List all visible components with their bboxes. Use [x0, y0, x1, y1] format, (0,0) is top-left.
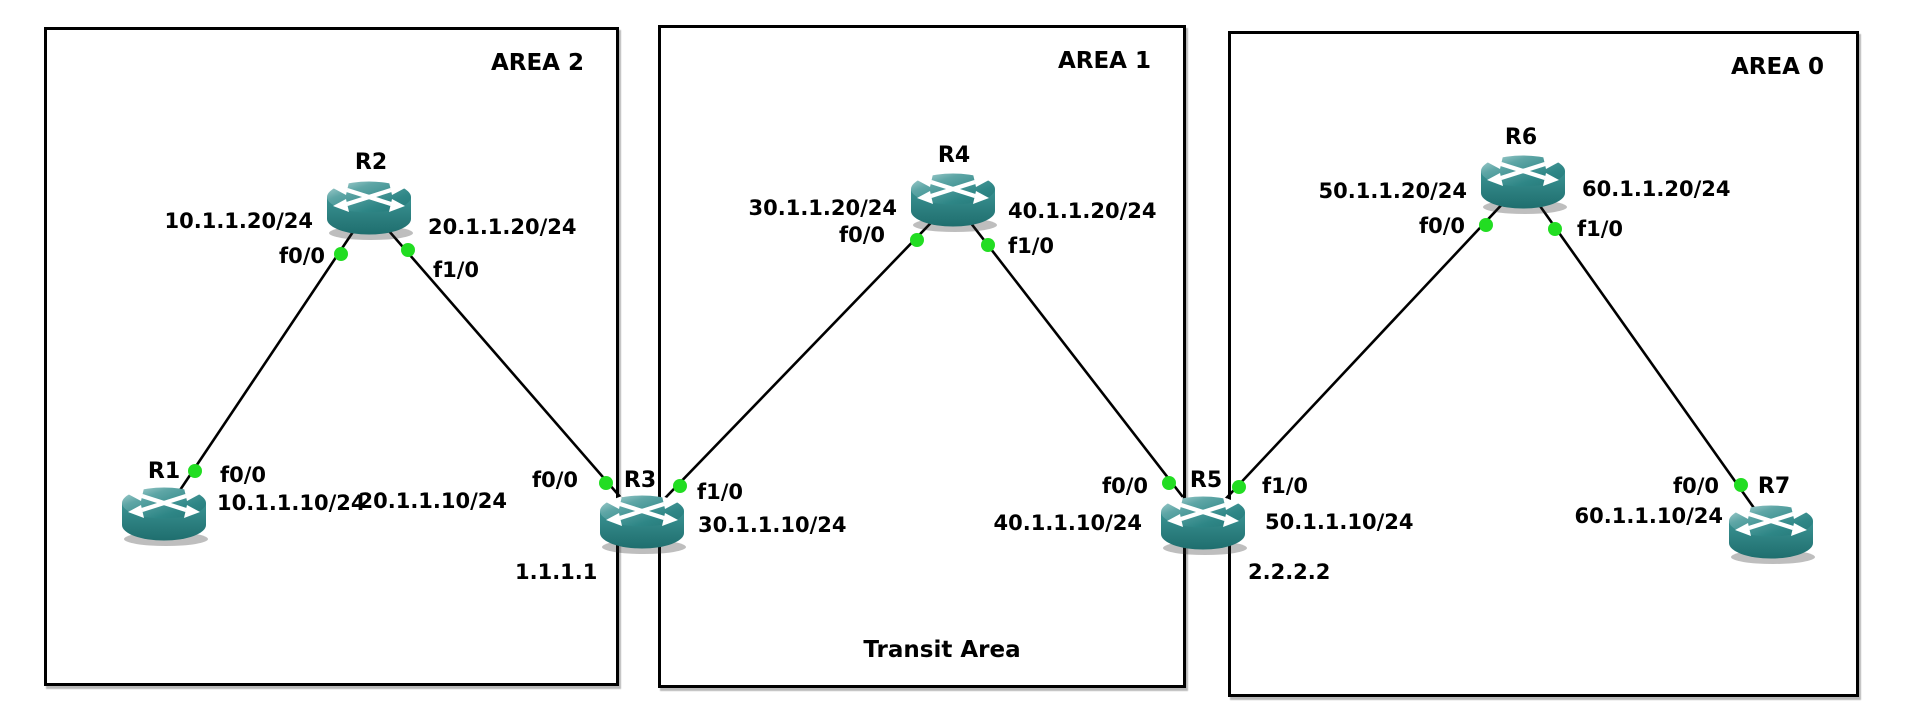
label-iface-r6-f1-0: f1/0 — [1577, 217, 1624, 241]
label-ip-r4-f1-0: 40.1.1.20/24 — [1008, 199, 1157, 223]
label-iface-r3-f0-0: f0/0 — [531, 468, 578, 492]
router-label-R2: R2 — [354, 150, 388, 175]
router-label-R5: R5 — [1189, 468, 1223, 493]
port-dot-R6-f1-0 — [1548, 222, 1562, 236]
label-ip-r7-f0-0: 60.1.1.10/24 — [1574, 504, 1724, 528]
label-ip-r5-f1-0: 50.1.1.10/24 — [1265, 510, 1414, 534]
label-iface-r6-f0-0: f0/0 — [1418, 214, 1465, 238]
router-label-R1: R1 — [147, 459, 181, 484]
label-iface-r2-f1-0: f1/0 — [433, 258, 480, 282]
label-ip-r2-f0-0: 10.1.1.20/24 — [164, 209, 314, 233]
label-ip-r3-f1-0: 30.1.1.10/24 — [698, 513, 847, 537]
port-dot-R4-f1-0 — [981, 238, 995, 252]
router-icon — [1161, 496, 1247, 555]
label-ip-r4-f0-0: 30.1.1.20/24 — [748, 196, 898, 220]
link-R2-R3[interactable] — [368, 207, 643, 523]
router-label-R7: R7 — [1757, 474, 1791, 499]
area-0-title: AREA 0 — [1730, 54, 1824, 80]
port-dot-R2-f1-0 — [401, 243, 415, 257]
label-ip-r6-f0-0: 50.1.1.20/24 — [1318, 179, 1468, 203]
area-box-2: AREA 2 — [44, 27, 619, 686]
area-box-0: AREA 0 — [1228, 31, 1859, 697]
router-R1[interactable] — [116, 481, 212, 547]
router-icon — [911, 173, 997, 232]
label-iface-r5-f0-0: f0/0 — [1101, 474, 1148, 498]
router-R3[interactable] — [594, 489, 690, 555]
area-box-1: AREA 1 Transit Area — [658, 25, 1186, 688]
label-iface-r1-f0-0: f0/0 — [220, 463, 267, 487]
port-dot-R4-f0-0 — [910, 233, 924, 247]
label-iface-r4-f1-0: f1/0 — [1008, 234, 1055, 258]
router-icon — [1729, 505, 1815, 564]
link-R5-R6[interactable] — [1202, 181, 1524, 524]
transit-area-label: Transit Area — [863, 637, 1021, 663]
link-R3-R4[interactable] — [641, 199, 954, 523]
label-ip-r2-f1-0: 20.1.1.20/24 — [428, 215, 577, 239]
router-R2[interactable] — [321, 175, 417, 241]
area-1-title: AREA 1 — [1057, 48, 1151, 74]
port-dot-R6-f0-0 — [1479, 218, 1493, 232]
link-R6-R7[interactable] — [1521, 181, 1773, 533]
router-R4[interactable] — [905, 167, 1001, 233]
router-icon — [327, 181, 413, 240]
label-iface-r2-f0-0: f0/0 — [278, 244, 325, 268]
router-R5[interactable] — [1155, 490, 1251, 556]
router-icon — [1481, 155, 1567, 214]
router-label-R3: R3 — [623, 468, 657, 493]
router-label-R4: R4 — [937, 143, 971, 168]
label-ip-r5-f0-0: 40.1.1.10/24 — [993, 511, 1143, 535]
label-ip-r6-f1-0: 60.1.1.20/24 — [1582, 177, 1731, 201]
label-ip-r1-f0-0: 10.1.1.10/24 — [217, 491, 366, 515]
link-R4-R5[interactable] — [951, 199, 1205, 524]
label-iface-r5-f1-0: f1/0 — [1262, 474, 1309, 498]
router-icon — [600, 495, 686, 554]
area-2-title: AREA 2 — [490, 50, 584, 76]
router-icon — [122, 487, 208, 546]
port-dot-R5-f0-0 — [1162, 476, 1176, 490]
port-dot-R1-f0-0 — [188, 464, 202, 478]
link-R1-R2[interactable] — [162, 207, 371, 515]
router-R6[interactable] — [1475, 149, 1571, 215]
router-R7[interactable] — [1723, 499, 1819, 565]
label-iface-r7-f0-0: f0/0 — [1672, 474, 1719, 498]
port-dot-R2-f0-0 — [334, 247, 348, 261]
port-dot-R7-f0-0 — [1734, 478, 1748, 492]
port-dot-R3-f0-0 — [599, 476, 613, 490]
label-iface-r3-f1-0: f1/0 — [697, 480, 744, 504]
router-label-R6: R6 — [1504, 125, 1538, 150]
label-iface-r4-f0-0: f0/0 — [838, 223, 885, 247]
port-dot-R5-f1-0 — [1232, 480, 1246, 494]
label-router-id-r3: 1.1.1.1 — [515, 560, 598, 584]
label-router-id-r5: 2.2.2.2 — [1248, 560, 1331, 584]
port-dot-R3-f1-0 — [673, 479, 687, 493]
label-ip-r3-f0-0: 20.1.1.10/24 — [358, 489, 508, 513]
